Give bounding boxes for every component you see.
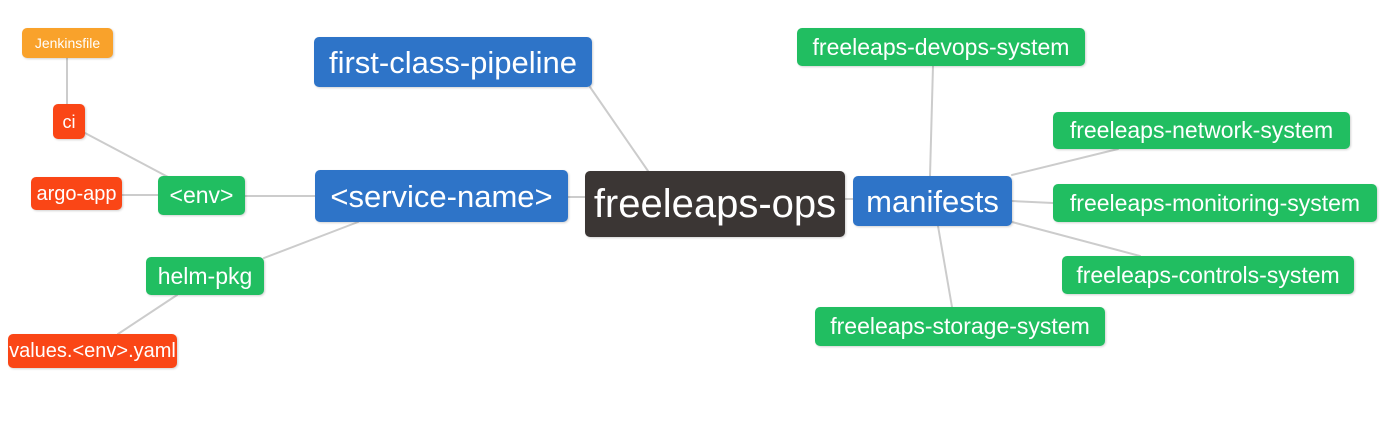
node-freeleaps-controls-system[interactable]: freeleaps-controls-system: [1062, 256, 1354, 294]
edge-ci-to-env: [84, 132, 169, 178]
edge-first-class-pipeline-to-freeleaps-ops: [589, 86, 649, 172]
node-label: freeleaps-ops: [593, 182, 837, 226]
node-jenkinsfile[interactable]: Jenkinsfile: [22, 28, 113, 58]
edge-manifests-to-freeleaps-network-system: [1011, 148, 1119, 176]
edge-manifests-to-freeleaps-monitoring-system: [1011, 200, 1054, 204]
node-label: values.<env>.yaml: [9, 340, 176, 362]
node-env[interactable]: <env>: [158, 176, 245, 215]
node-first-class-pipeline[interactable]: first-class-pipeline: [314, 37, 592, 87]
node-label: freeleaps-storage-system: [830, 313, 1090, 339]
node-label: <env>: [169, 182, 234, 208]
node-service-name[interactable]: <service-name>: [315, 170, 568, 222]
node-freeleaps-storage-system[interactable]: freeleaps-storage-system: [815, 307, 1105, 346]
node-freeleaps-network-system[interactable]: freeleaps-network-system: [1053, 112, 1350, 149]
node-helm-pkg[interactable]: helm-pkg: [146, 257, 264, 295]
node-freeleaps-devops-system[interactable]: freeleaps-devops-system: [797, 28, 1085, 66]
edge-helm-pkg-to-values-env-yaml: [117, 294, 178, 335]
node-freeleaps-ops[interactable]: freeleaps-ops: [585, 171, 845, 237]
node-label: freeleaps-monitoring-system: [1069, 189, 1361, 216]
edge-manifests-to-freeleaps-devops-system: [929, 65, 934, 177]
node-label: first-class-pipeline: [328, 44, 578, 80]
node-label: freeleaps-devops-system: [812, 33, 1070, 60]
edge-manifests-to-freeleaps-storage-system: [937, 225, 953, 308]
node-manifests[interactable]: manifests: [853, 176, 1012, 226]
node-label: ci: [62, 111, 76, 132]
edge-manifests-to-freeleaps-controls-system: [1011, 221, 1141, 257]
node-ci[interactable]: ci: [53, 104, 85, 139]
node-label: helm-pkg: [157, 262, 253, 289]
node-freeleaps-monitoring-system[interactable]: freeleaps-monitoring-system: [1053, 184, 1377, 222]
node-label: argo-app: [36, 182, 117, 205]
node-label: <service-name>: [330, 178, 553, 214]
node-argo-app[interactable]: argo-app: [31, 177, 122, 210]
node-label: freeleaps-network-system: [1069, 117, 1334, 143]
node-label: Jenkinsfile: [34, 35, 101, 51]
node-label: freeleaps-controls-system: [1076, 261, 1340, 288]
node-values-env-yaml[interactable]: values.<env>.yaml: [8, 334, 177, 368]
edge-service-name-to-helm-pkg: [263, 221, 359, 259]
node-label: manifests: [866, 183, 999, 219]
